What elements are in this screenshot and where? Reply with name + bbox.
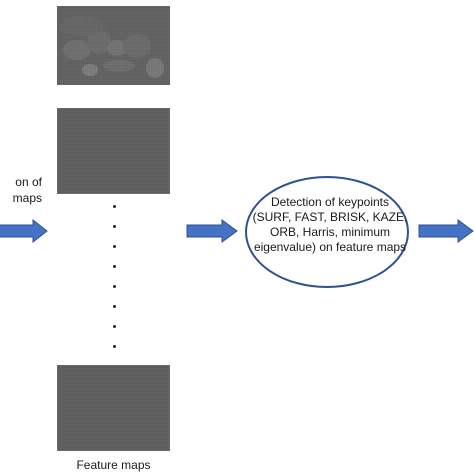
right-arrow-icon [0, 219, 48, 243]
detection-label: Detection of keypoints (SURF, FAST, BRIS… [250, 195, 410, 255]
vertical-ellipsis-icon [109, 205, 119, 365]
detection-label-line-2: (SURF, FAST, BRISK, KAZE, [252, 210, 408, 224]
feature-map-image-1 [57, 6, 170, 85]
right-arrow-icon [186, 219, 238, 243]
feature-map-image-3 [57, 365, 170, 451]
detection-label-line-1: Detection of keypoints [270, 195, 390, 209]
detection-ellipse [245, 176, 409, 288]
detection-label-line-3: ORB, Harris, minimum [269, 225, 390, 239]
left-step-label: on of maps [0, 174, 42, 206]
left-step-label-line-2: maps [12, 191, 42, 205]
right-arrow-icon [418, 219, 474, 243]
left-step-label-line-1: on of [15, 175, 42, 189]
feature-map-image-2 [57, 108, 170, 194]
feature-map-1-content [57, 6, 170, 85]
detection-label-line-4: eigenvalue) on feature maps [253, 240, 407, 254]
feature-maps-caption: Feature maps [76, 458, 151, 472]
